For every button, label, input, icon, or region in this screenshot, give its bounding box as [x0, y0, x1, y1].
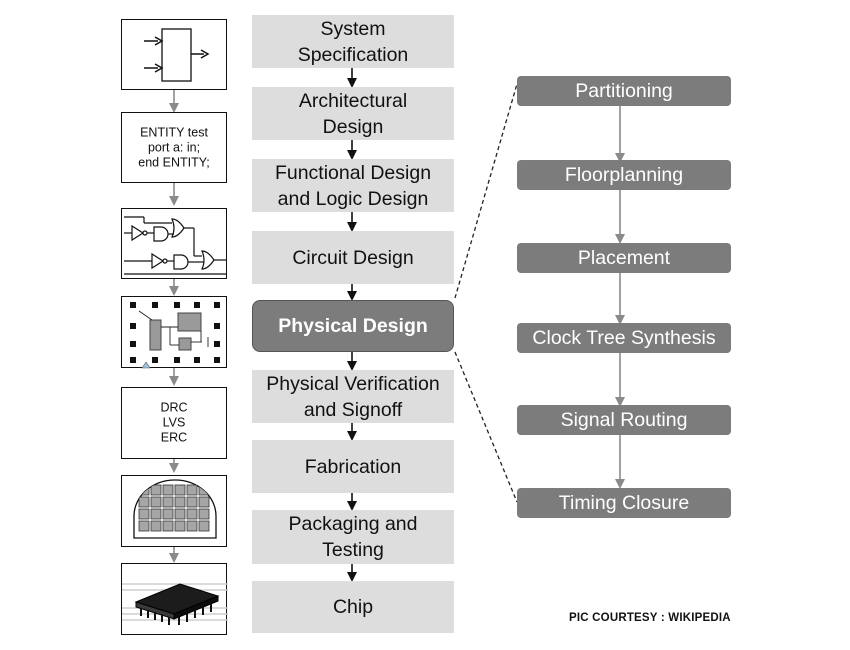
thumbnail-block-symbol	[121, 19, 227, 90]
block-symbol-icon	[144, 28, 210, 82]
zoom-dashed-lines	[454, 83, 518, 503]
substep-clock-tree-synthesis: Clock Tree Synthesis	[517, 323, 731, 353]
check-line: DRC	[160, 400, 188, 415]
thumbnail-logic-schematic	[121, 208, 227, 279]
verification-text: DRC LVS ERC	[122, 401, 226, 446]
step-physical-verification-signoff: Physical Verification and Signoff	[252, 370, 454, 423]
substep-partitioning: Partitioning	[517, 76, 731, 106]
step-circuit-design: Circuit Design	[252, 231, 454, 284]
floorplan-icon	[130, 302, 220, 369]
code-line: ENTITY test	[140, 125, 208, 139]
substep-label: Placement	[577, 246, 671, 269]
step-packaging-testing: Packaging and Testing	[252, 510, 454, 564]
thumbnail-wafer	[121, 475, 227, 547]
step-physical-design: Physical Design	[252, 300, 454, 352]
substep-label: Timing Closure	[558, 491, 690, 514]
chip-package-icon	[122, 583, 228, 625]
substep-floorplanning: Floorplanning	[517, 160, 731, 190]
code-line: port a: in;	[147, 140, 201, 154]
step-label: Circuit Design	[292, 246, 414, 269]
logic-gates-icon	[124, 216, 226, 275]
step-chip: Chip	[252, 581, 454, 633]
step-label: Physical Design	[278, 315, 428, 337]
hdl-code-text: ENTITY test port a: in; end ENTITY;	[122, 125, 226, 170]
step-architectural-design: Architectural Design	[252, 87, 454, 140]
step-label: Functional Design and Logic Design	[274, 161, 432, 210]
step-label: System Specification	[297, 17, 409, 66]
step-functional-logic-design: Functional Design and Logic Design	[252, 159, 454, 212]
step-label: Architectural Design	[298, 89, 408, 138]
code-line: end ENTITY;	[138, 155, 210, 169]
step-label: Fabrication	[304, 455, 402, 478]
check-line: LVS	[162, 415, 186, 430]
substep-signal-routing: Signal Routing	[517, 405, 731, 435]
check-line: ERC	[160, 430, 188, 445]
substep-label: Signal Routing	[560, 408, 688, 431]
substep-label: Partitioning	[575, 79, 673, 102]
step-label: Chip	[332, 596, 374, 618]
substep-label: Floorplanning	[564, 163, 684, 186]
image-credit: PIC COURTESY : WIKIPEDIA	[569, 612, 731, 624]
step-label: Physical Verification and Signoff	[266, 372, 440, 421]
thumbnail-hdl-code: ENTITY test port a: in; end ENTITY;	[121, 112, 227, 183]
step-label: Packaging and Testing	[288, 513, 418, 561]
thumbnail-floorplan	[121, 296, 227, 369]
step-system-specification: System Specification	[252, 15, 454, 68]
thumbnail-chip-package	[121, 563, 228, 635]
substep-placement: Placement	[517, 243, 731, 273]
thumbnail-verification: DRC LVS ERC	[121, 387, 227, 459]
step-fabrication: Fabrication	[252, 440, 454, 493]
substep-label: Clock Tree Synthesis	[532, 326, 716, 349]
substep-timing-closure: Timing Closure	[517, 488, 731, 518]
wafer-icon	[133, 479, 217, 539]
